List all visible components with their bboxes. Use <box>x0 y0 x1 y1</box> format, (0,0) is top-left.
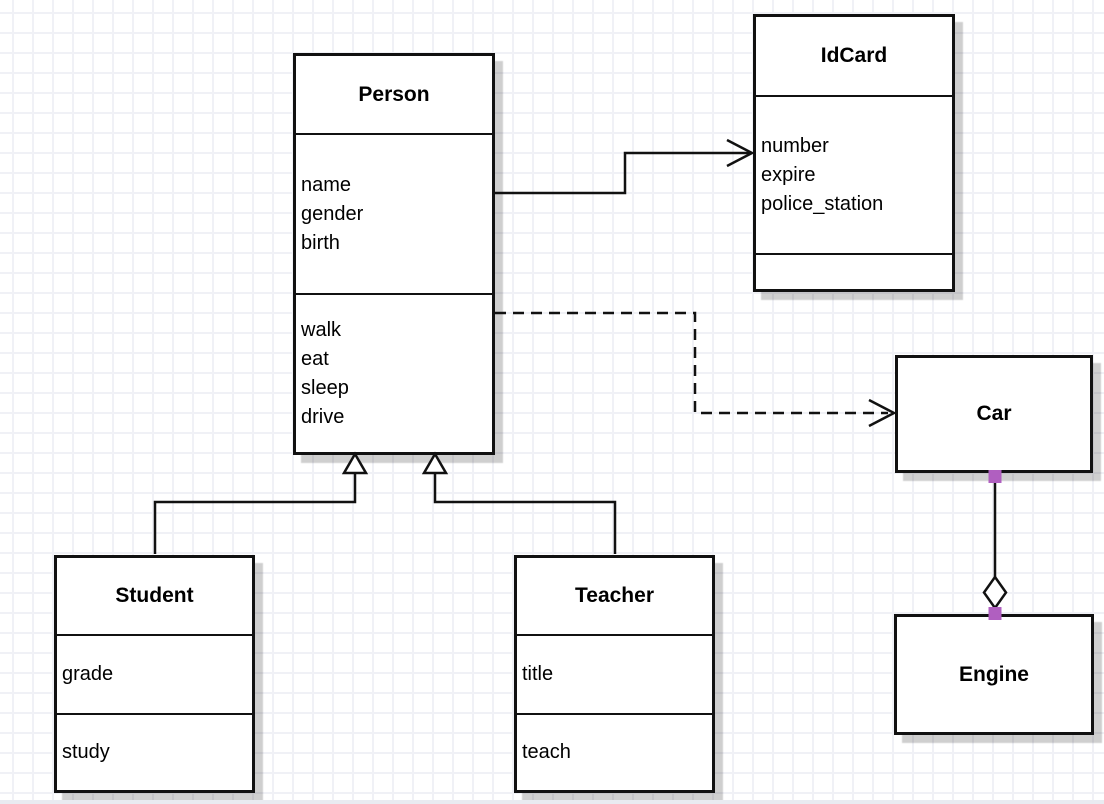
class-title: Teacher <box>575 584 654 607</box>
class-box-student[interactable]: Student grade study <box>54 555 255 793</box>
attributes-compartment: grade <box>57 634 252 713</box>
methods-compartment: study <box>57 713 252 790</box>
class-title: Person <box>358 82 430 106</box>
attribute: name <box>301 173 352 196</box>
attributes-compartment: number expire police_station <box>756 95 952 253</box>
connector-line[interactable] <box>433 472 617 554</box>
generalization-student-person[interactable] <box>153 451 369 554</box>
attributes-compartment: title <box>517 634 712 713</box>
attribute: police_station <box>761 192 884 215</box>
connector-line[interactable] <box>495 311 888 415</box>
hollow-triangle-arrowhead-icon <box>421 451 449 475</box>
open-arrowhead-icon <box>868 398 897 428</box>
aggregation-car-engine[interactable] <box>982 470 1008 620</box>
class-box-engine[interactable]: Engine <box>894 614 1094 735</box>
class-box-idcard[interactable]: IdCard number expire police_station <box>753 14 955 292</box>
attribute: grade <box>62 663 114 685</box>
connector-line[interactable] <box>495 151 750 195</box>
method: walk <box>301 318 342 341</box>
association-person-idcard[interactable] <box>495 138 755 195</box>
attribute: gender <box>301 202 364 225</box>
dependency-person-car[interactable] <box>495 311 897 428</box>
attributes-compartment: name gender birth <box>296 133 492 293</box>
methods-compartment-empty <box>756 253 952 289</box>
class-box-person[interactable]: Person name gender birth walk eat sleep … <box>293 53 495 455</box>
hollow-diamond-arrowhead-icon <box>982 574 1008 611</box>
hollow-triangle-arrowhead-icon <box>341 451 369 475</box>
open-arrowhead-icon <box>726 138 755 168</box>
connector-line[interactable] <box>153 472 357 554</box>
class-title: IdCard <box>820 44 888 67</box>
generalization-teacher-person[interactable] <box>421 451 617 554</box>
attribute: expire <box>761 163 816 186</box>
attribute: birth <box>301 231 340 254</box>
method: eat <box>301 347 329 370</box>
canvas-bottom-edge <box>0 800 1104 804</box>
methods-compartment: walk eat sleep drive <box>296 293 492 452</box>
attribute: number <box>761 134 829 157</box>
methods-compartment: teach <box>517 713 712 790</box>
method: teach <box>522 741 571 763</box>
attribute: title <box>522 663 554 685</box>
class-box-teacher[interactable]: Teacher title teach <box>514 555 715 793</box>
class-title: Student <box>115 584 194 607</box>
class-title: Car <box>976 402 1012 425</box>
class-box-car[interactable]: Car <box>895 355 1093 473</box>
class-title: Engine <box>958 662 1029 686</box>
method: study <box>62 741 110 763</box>
method: sleep <box>301 376 349 399</box>
method: drive <box>301 405 345 428</box>
